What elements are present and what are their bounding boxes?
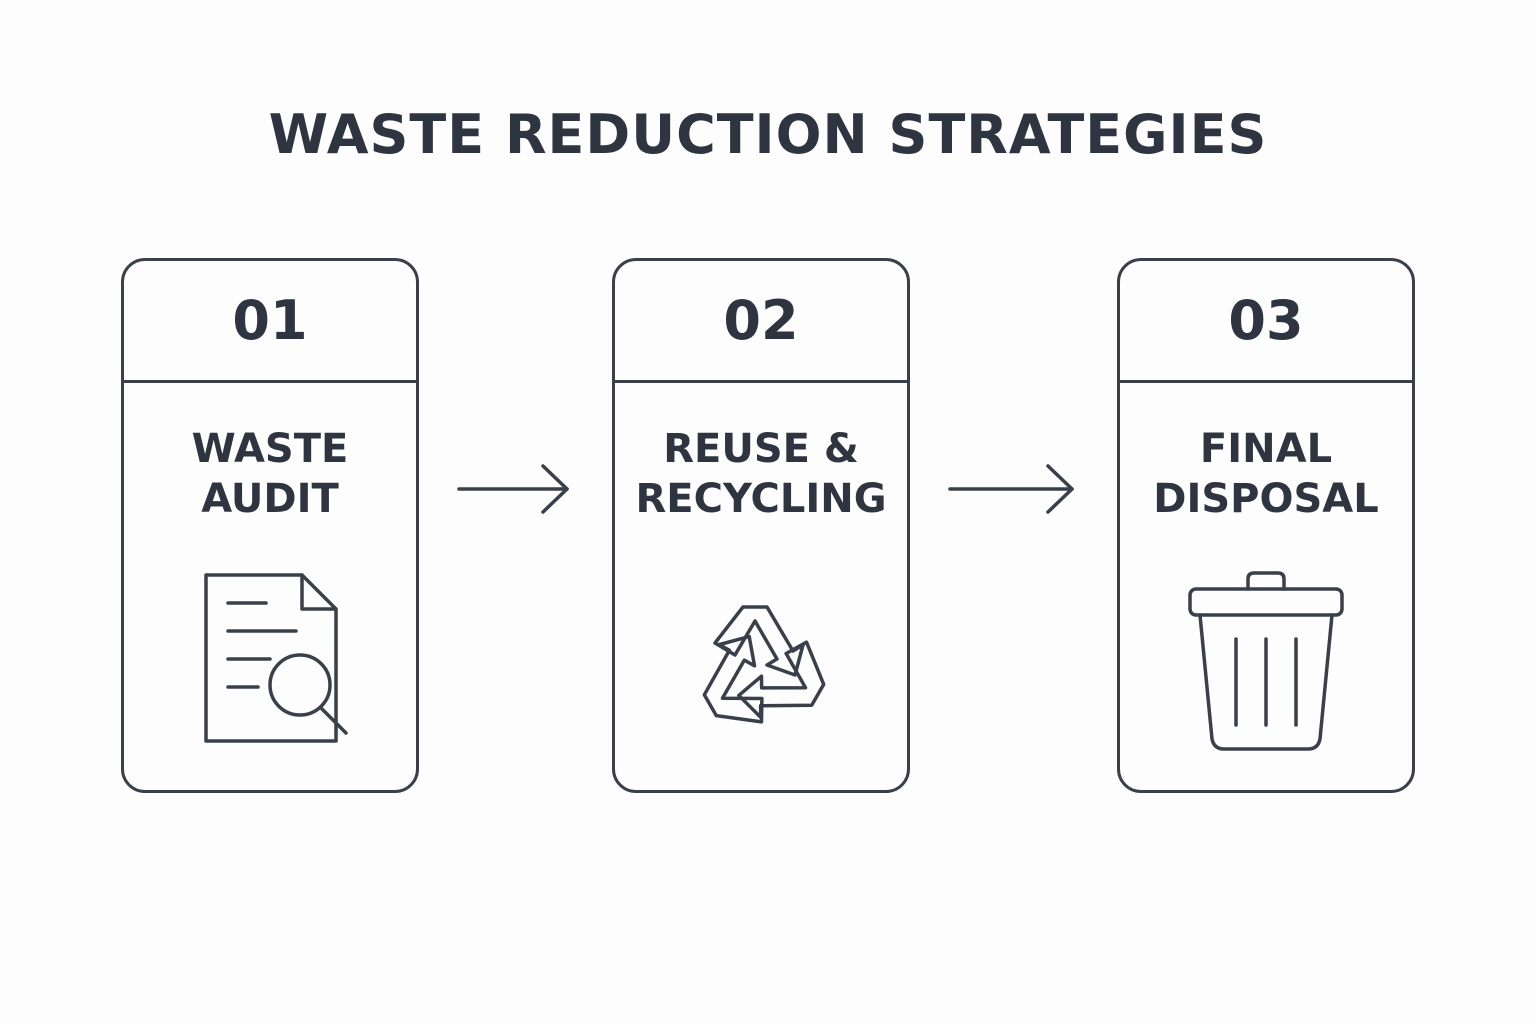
step-number: 01 bbox=[124, 261, 416, 383]
diagram-title: WASTE REDUCTION STRATEGIES bbox=[268, 103, 1268, 166]
step-number: 03 bbox=[1120, 261, 1412, 383]
step-card-3: 03 FINAL DISPOSAL bbox=[1117, 258, 1415, 793]
step-label: WASTE AUDIT bbox=[124, 424, 416, 524]
step-label-line1: REUSE & bbox=[663, 426, 859, 472]
step-label: REUSE & RECYCLING bbox=[615, 424, 907, 524]
step-label-line2: RECYCLING bbox=[635, 476, 887, 522]
step-label-line2: DISPOSAL bbox=[1153, 476, 1379, 522]
step-number: 02 bbox=[615, 261, 907, 383]
recycle-icon bbox=[615, 561, 907, 771]
step-label: FINAL DISPOSAL bbox=[1120, 424, 1412, 524]
flow-arrow-1 bbox=[455, 462, 575, 516]
flow-arrow-2 bbox=[946, 462, 1074, 516]
document-magnifier-icon bbox=[124, 561, 416, 771]
step-label-line1: FINAL bbox=[1199, 426, 1333, 472]
step-label-line1: WASTE bbox=[191, 426, 349, 472]
step-card-2: 02 REUSE & RECYCLING bbox=[612, 258, 910, 793]
trash-can-icon bbox=[1120, 561, 1412, 771]
step-label-line2: AUDIT bbox=[201, 476, 339, 522]
step-card-1: 01 WASTE AUDIT bbox=[121, 258, 419, 793]
